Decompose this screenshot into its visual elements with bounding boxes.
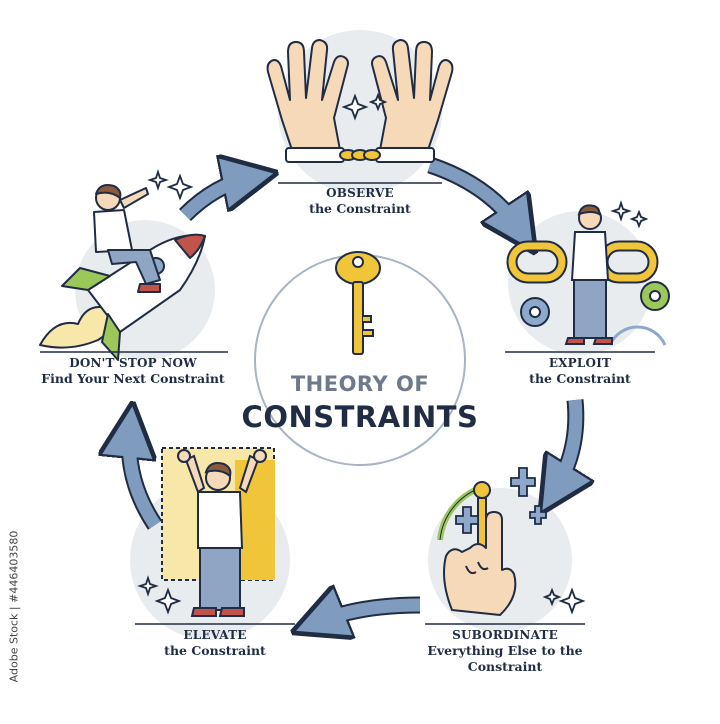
key-icon xyxy=(335,251,381,355)
chained-hands-icon xyxy=(266,39,454,163)
arrow-dontstop-observe-fill xyxy=(180,171,252,220)
sparkle-icon xyxy=(610,200,649,229)
sparkle-icon xyxy=(542,587,586,615)
step-elevate-title: ELEVATE xyxy=(183,628,247,642)
step-observe-label: OBSERVE the Constraint xyxy=(280,186,440,217)
step-exploit-subtitle: the Constraint xyxy=(529,371,631,386)
title-line1: THEORY OF xyxy=(290,372,430,396)
sparkle-icon xyxy=(341,92,388,121)
step-observe-title: OBSERVE xyxy=(326,186,394,200)
rocket-rider-icon xyxy=(39,184,206,361)
title-line2: CONSTRAINTS xyxy=(241,400,479,434)
raised-arms-icon xyxy=(161,447,275,617)
sparkle-icon xyxy=(147,169,194,201)
step-subordinate-subtitle: Everything Else to the xyxy=(427,643,583,658)
step-dont-stop-subtitle: Find Your Next Constraint xyxy=(41,371,225,386)
plus-icon xyxy=(455,467,547,534)
step-subordinate-label: SUBORDINATE Everything Else to the Const… xyxy=(410,628,600,674)
cycle-arrows xyxy=(129,165,576,622)
arrow-elevate-dontstop-fill xyxy=(122,429,161,529)
arrow-subordinate-elevate-fill xyxy=(315,598,421,629)
step-elevate-subtitle: the Constraint xyxy=(164,643,266,658)
gear-icon xyxy=(520,297,550,327)
arrow-exploit-subordinate-fill xyxy=(549,399,583,494)
arrow-observe-exploit-fill xyxy=(427,158,526,234)
step-subordinate-subtitle2: Constraint xyxy=(467,658,543,674)
gear-icon xyxy=(640,281,670,311)
label-underlines xyxy=(40,182,655,625)
step-dont-stop-title: DON'T STOP NOW xyxy=(69,356,197,370)
finger-up-icon xyxy=(437,481,517,616)
step-exploit-label: EXPLOIT the Constraint xyxy=(505,356,655,387)
step-dont-stop-label: DON'T STOP NOW Find Your Next Constraint xyxy=(28,356,238,387)
step-elevate-label: ELEVATE the Constraint xyxy=(135,628,295,659)
chain-links-icon xyxy=(506,204,670,346)
step-exploit-title: EXPLOIT xyxy=(548,356,612,370)
watermark: Adobe Stock | #446403580 xyxy=(7,530,21,683)
sparkle-icon xyxy=(137,575,182,615)
step-observe-subtitle: the Constraint xyxy=(309,201,411,216)
step-subordinate-title: SUBORDINATE xyxy=(452,628,558,642)
